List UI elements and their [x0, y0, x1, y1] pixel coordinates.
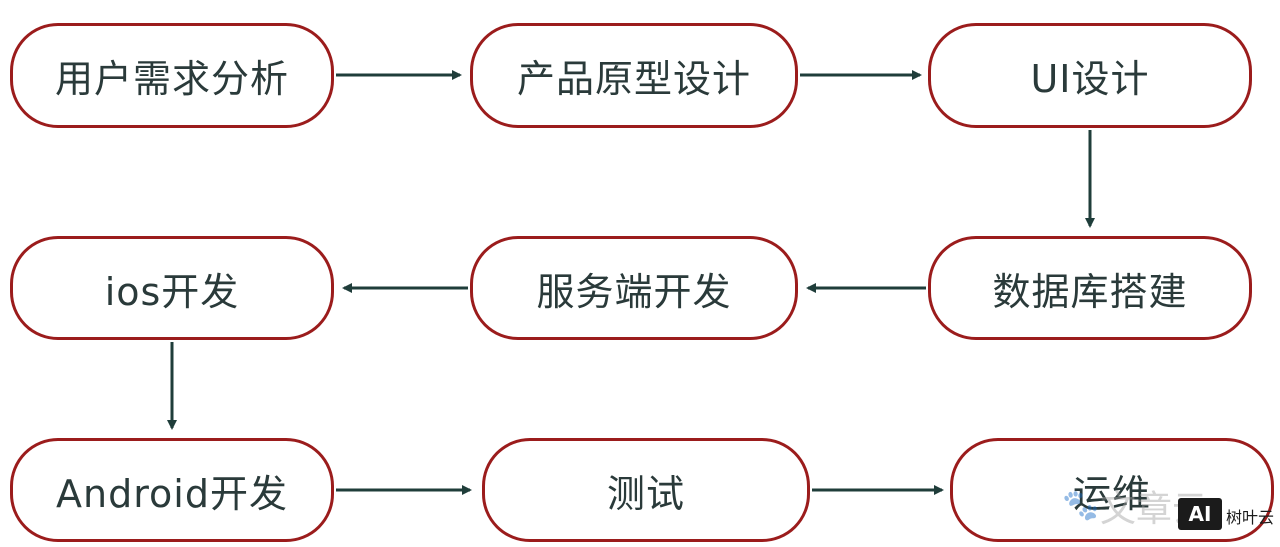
node-android-development: Android开发	[10, 438, 334, 542]
node-ios-development: ios开发	[10, 236, 334, 340]
node-label: 产品原型设计	[516, 57, 751, 101]
node-operations: 运维	[950, 438, 1274, 542]
node-product-prototype-design: 产品原型设计	[470, 23, 798, 128]
node-label: 服务端开发	[536, 269, 732, 314]
node-ui-design: UI设计	[928, 23, 1252, 128]
node-label: 测试	[606, 471, 685, 516]
node-testing: 测试	[482, 438, 810, 542]
node-user-requirements-analysis: 用户需求分析	[10, 23, 334, 128]
paw-icon: 🐾	[1062, 488, 1100, 523]
ai-badge: AI	[1178, 498, 1222, 530]
node-label: UI设计	[1030, 57, 1150, 101]
node-label: 数据库搭建	[992, 269, 1188, 314]
watermark: 🐾 文章云 AI 树叶云	[1062, 478, 1280, 544]
node-label: Android开发	[56, 471, 288, 516]
node-label: 用户需求分析	[54, 57, 289, 101]
node-server-development: 服务端开发	[470, 236, 798, 340]
watermark-brand: 树叶云	[1226, 508, 1275, 527]
node-database-setup: 数据库搭建	[928, 236, 1252, 340]
node-label: ios开发	[104, 269, 240, 314]
node-label: 运维	[1072, 471, 1151, 516]
